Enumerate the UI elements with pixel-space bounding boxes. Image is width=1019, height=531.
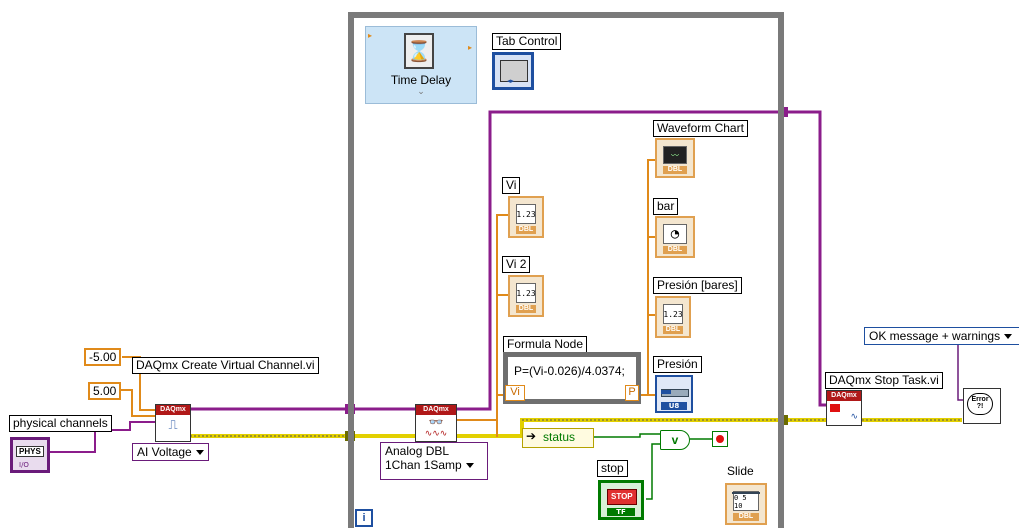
max-value-constant[interactable]: 5.00 — [88, 382, 122, 400]
simple-error-handler-vi[interactable]: Error ?! — [963, 388, 1001, 424]
presion-bares-label: Presión [bares] — [653, 277, 742, 294]
formula-node-label: Formula Node — [503, 336, 588, 353]
create-channel-vi[interactable]: DAQmx ⎍ — [155, 404, 191, 442]
min-value-constant[interactable]: -5.00 — [84, 348, 122, 366]
status-element: status — [543, 430, 576, 444]
waveform-icon: ∿ — [850, 412, 858, 422]
glasses-icon: 👓 — [428, 415, 444, 429]
error-dialog-mode-selector[interactable]: OK message + warnings — [864, 327, 1019, 345]
chevron-down-icon — [195, 450, 204, 456]
status-wire — [568, 433, 660, 438]
pressure-wire — [640, 159, 655, 396]
while-loop[interactable] — [348, 12, 784, 528]
slide-label: Slide — [724, 464, 757, 479]
time-delay-title: Time Delay — [390, 73, 452, 87]
waveform-chart-terminal[interactable]: 〰 DBL — [655, 138, 695, 178]
bar-gauge-indicator[interactable]: ◔ DBL — [655, 216, 695, 258]
loop-condition-terminal[interactable] — [712, 431, 728, 447]
max-value-wire — [118, 389, 158, 417]
chart-icon: 〰 — [663, 146, 687, 164]
chevron-down-icon — [1004, 334, 1013, 340]
physical-channels-control[interactable]: PHYS I/O — [10, 437, 50, 473]
hourglass-icon: ⌛ — [404, 33, 434, 69]
min-value-wire — [122, 356, 158, 411]
stop-wire — [646, 443, 660, 500]
error-speech-icon: Error ?! — [967, 393, 993, 415]
bar-label: bar — [653, 198, 679, 215]
stop-label: stop — [597, 460, 628, 477]
right-arrow-icon: ➔ — [526, 429, 537, 443]
unbundle-by-name[interactable]: ➔ status — [522, 428, 594, 448]
vi2-indicator[interactable]: 1.23 DBL — [508, 275, 544, 317]
time-delay-express-vi[interactable]: ⌛ Time Delay ⌄ ▸ ▸ — [365, 26, 477, 104]
physical-channel-wire — [50, 421, 158, 453]
loop-iteration-terminal: i — [355, 509, 373, 527]
vi-indicator[interactable]: 1.23 DBL — [508, 196, 544, 238]
read-mode-selector[interactable]: Analog DBL 1Chan 1Samp — [380, 442, 488, 480]
chevron-down-icon — [465, 463, 474, 469]
physical-channels-label: physical channels — [9, 415, 112, 432]
or-gate[interactable]: v — [660, 430, 690, 450]
formula-node[interactable]: P=(Vi-0.026)/4.0374; Vi P — [503, 352, 641, 404]
vi2-label: Vi 2 — [502, 256, 531, 273]
daqmx-stop-task-vi[interactable]: DAQmx ∿ — [826, 390, 862, 426]
expand-chevron-icon[interactable]: ⌄ — [417, 87, 425, 97]
ai-voltage-selector[interactable]: AI Voltage — [132, 443, 209, 461]
channel-icon: ⎍ — [168, 418, 178, 433]
presion-slide-indicator[interactable]: U8 — [655, 375, 693, 413]
vi-label: Vi — [502, 177, 521, 194]
daqmx-read-vi[interactable]: DAQmx 👓 ∿∿∿ — [415, 404, 457, 442]
formula-text[interactable]: P=(Vi-0.026)/4.0374; — [514, 364, 625, 378]
waveform-chart-label: Waveform Chart — [653, 120, 748, 137]
presion-label: Presión — [653, 356, 702, 373]
slide-control[interactable]: 0 5 10 DBL — [725, 483, 767, 525]
gauge-icon: ◔ — [663, 224, 687, 244]
tab-control-terminal[interactable]: ◂▸ — [492, 52, 534, 90]
create-channel-label: DAQmx Create Virtual Channel.vi — [132, 357, 319, 374]
presion-bares-indicator[interactable]: 1.23 DBL — [655, 296, 691, 338]
stop-task-label: DAQmx Stop Task.vi — [825, 372, 943, 389]
left-arrow-icon: ▸ — [368, 31, 373, 40]
stop-button-control[interactable]: STOP TF — [598, 480, 644, 520]
tab-control-label: Tab Control — [492, 33, 562, 50]
formula-input-vi: Vi — [505, 385, 525, 401]
right-arrow-icon: ▸ — [467, 43, 472, 52]
formula-output-p: P — [625, 385, 639, 401]
